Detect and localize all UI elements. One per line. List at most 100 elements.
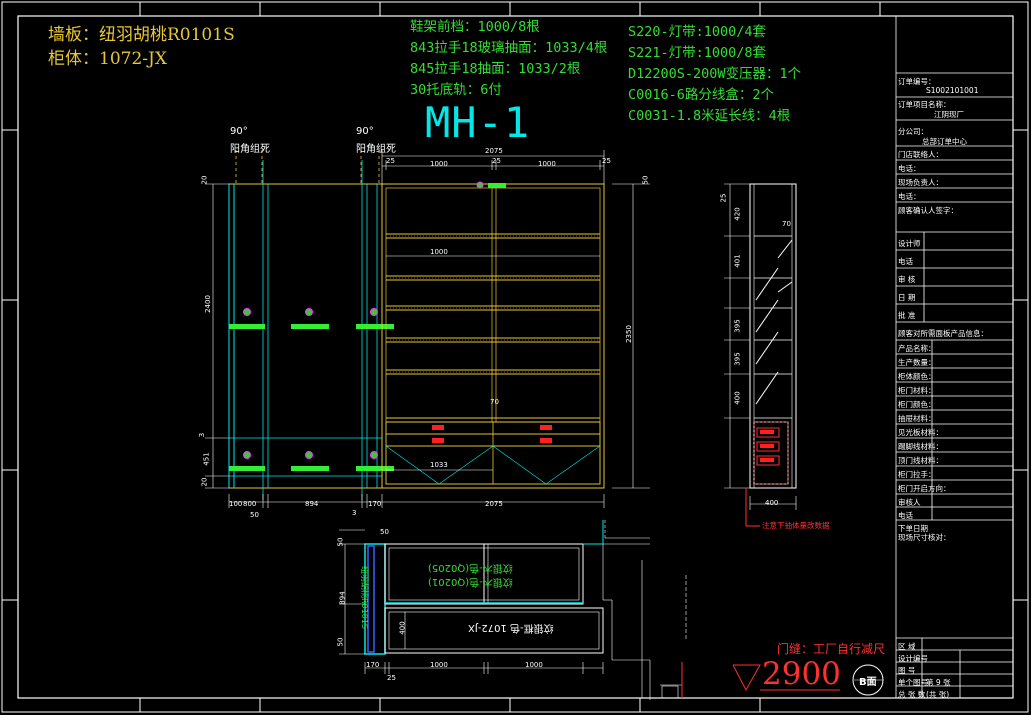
- angle-note-right: 90°: [356, 126, 374, 137]
- material-item: S221-灯带:1000/8套: [628, 45, 767, 61]
- side-section: [724, 183, 797, 527]
- dim-top-25c: 25: [602, 157, 611, 165]
- tb-bottom-row: 区 域: [898, 642, 916, 651]
- dim-side-401: 401: [733, 254, 742, 268]
- dim-side-395a: 395: [733, 319, 742, 333]
- materials-right: S220-灯带:1000/4套 S221-灯带:1000/8套 D12200S-…: [628, 22, 801, 127]
- plan-label-upper-b: 纹银木-色(Q0201): [428, 576, 513, 587]
- dim-plan-top50: 50: [380, 528, 389, 536]
- tb-tel-label: 电话: [898, 257, 913, 266]
- tb-bottom-row: 图 号: [898, 666, 916, 675]
- tb-store-label: 门店联络人：: [898, 150, 943, 159]
- tb-site-label: 现场负责人：: [898, 178, 943, 187]
- material-item: D12200S-200W变压器：1个: [628, 66, 802, 82]
- material-item: 30托底轨：6付: [410, 82, 502, 98]
- plan-label-vertical: 纽羽胡桃R0101S: [360, 566, 369, 629]
- dim-bottom-50: 50: [250, 511, 259, 519]
- dim-right-50: 50: [641, 175, 650, 185]
- tb-product-row: 柜体颜色：: [898, 372, 936, 381]
- drawing-title: MH-1: [425, 98, 531, 147]
- tb-product-row: 踢脚线材料：: [898, 442, 943, 451]
- dim-side-70: 70: [782, 220, 791, 228]
- plan-label-lower: 纹银框-色 1072-JX: [468, 622, 554, 633]
- tb-company: 总部订单中心: [922, 137, 967, 146]
- fixed-note-right: 阳角组死: [356, 144, 396, 155]
- dim-plan-400: 400: [398, 621, 407, 635]
- tb-order-no: S1002101001: [926, 86, 979, 95]
- dim-right-2350: 2350: [624, 325, 633, 343]
- tb-total-label: (共 张): [926, 690, 950, 699]
- plan-view: [339, 520, 687, 700]
- dim-bottom-800: 800: [243, 500, 257, 508]
- dim-bottom-170: 170: [368, 500, 382, 508]
- tb-review-label: 审 核: [898, 275, 916, 284]
- view-label: B面: [859, 677, 877, 688]
- dim-drawer-70: 70: [490, 398, 499, 406]
- dim-mid-1000: 1000: [430, 248, 448, 256]
- tb-product-row: 柜门材料：: [898, 386, 936, 395]
- wall-panel-label: 墙板：纽羽胡桃R0101S: [48, 25, 235, 45]
- dim-top-1000a: 1000: [430, 160, 448, 168]
- dim-side-395b: 395: [733, 352, 742, 366]
- dim-plan-50: 50: [336, 537, 345, 547]
- material-item: C0016-6路分线盒：2个: [628, 87, 775, 103]
- dim-plan-1000a: 1000: [430, 661, 448, 669]
- dim-height-20a: 20: [200, 175, 209, 185]
- tb-product-row: 顶门线材料：: [898, 456, 943, 465]
- dim-side-400: 400: [733, 391, 742, 405]
- tb-product-row: 电话: [898, 511, 913, 520]
- side-red-note: 注意下抽体量改数据: [762, 521, 830, 530]
- tb-company-label: 分公司：: [898, 127, 928, 136]
- dim-plan-25: 25: [387, 674, 396, 682]
- tb-product-row: 柜门拉手：: [898, 470, 936, 479]
- dim-height-2400: 2400: [203, 295, 212, 313]
- plan-label-upper-a: 纹银木-色(Q0205): [428, 562, 513, 573]
- dim-top-25b: 25: [492, 157, 501, 165]
- dim-bottom-3: 3: [352, 509, 357, 517]
- dim-plan-50b: 50: [336, 637, 345, 647]
- tb-bottom-row: 设计编号: [898, 654, 928, 663]
- tb-bottom-row: 总 张 数: [898, 690, 926, 699]
- dim-side-420: 420: [733, 207, 742, 221]
- ceiling-height-marker: [732, 664, 884, 696]
- tb-date-label: 日 期: [898, 293, 916, 302]
- tb-product-row: 见光板材料：: [898, 428, 943, 437]
- tb-product-row: 生产数量：: [898, 358, 936, 367]
- material-item: 845拉手18抽面：1033/2根: [410, 61, 581, 77]
- tb-order-no-label: 订单编号：: [898, 77, 936, 86]
- dim-drawer-1033: 1033: [430, 461, 448, 469]
- dim-plan-1000b: 1000: [525, 661, 543, 669]
- front-elevation: [205, 150, 650, 508]
- materials-left: 鞋架前档：1000/8根 843拉手18玻璃抽面：1033/4根 845拉手18…: [410, 17, 607, 101]
- inner-frame: [17, 15, 1014, 699]
- door-note: 门缝：工厂自行减尺: [777, 642, 886, 656]
- tb-project-label: 订单项目名称：: [898, 100, 951, 109]
- tb-remark-label: 顾客对所需面板产品信息：: [898, 329, 988, 338]
- tb-product-label: 产品名称：: [898, 344, 936, 353]
- material-item: 鞋架前档：1000/8根: [410, 19, 540, 35]
- dim-height-451: 451: [202, 452, 211, 466]
- material-item: C0031-1.8米延长线：4根: [628, 108, 791, 124]
- dim-top-25a: 25: [386, 157, 395, 165]
- tb-phone-label: 电话：: [898, 164, 921, 173]
- tb-product-row: 下单日期: [898, 524, 928, 533]
- ceiling-height: 2900: [762, 656, 841, 692]
- dim-side-25: 25: [719, 193, 728, 203]
- tb-product-row: 抽屉材料：: [898, 414, 936, 423]
- dim-height-3: 3: [198, 432, 207, 438]
- cabinet-label: 柜体：1072-JX: [48, 49, 167, 69]
- dim-plan-894: 894: [338, 591, 347, 605]
- tb-page-label: 第 9 张: [926, 678, 951, 687]
- fixed-note-left: 阳角组死: [230, 144, 270, 155]
- dim-bottom-894: 894: [305, 500, 319, 508]
- dim-height-20b: 20: [200, 477, 209, 487]
- tb-product-row: 柜门颜色：: [898, 400, 936, 409]
- dim-top-total: 2075: [485, 147, 503, 155]
- tb-confirm-label: 顾客确认人签字：: [898, 206, 958, 215]
- tb-project: 江阴现厂: [934, 110, 964, 119]
- dim-bottom-total: 2075: [485, 500, 503, 508]
- material-item: 843拉手18玻璃抽面：1033/4根: [410, 40, 608, 56]
- dim-side-depth: 400: [765, 499, 779, 507]
- dim-top-1000b: 1000: [538, 160, 556, 168]
